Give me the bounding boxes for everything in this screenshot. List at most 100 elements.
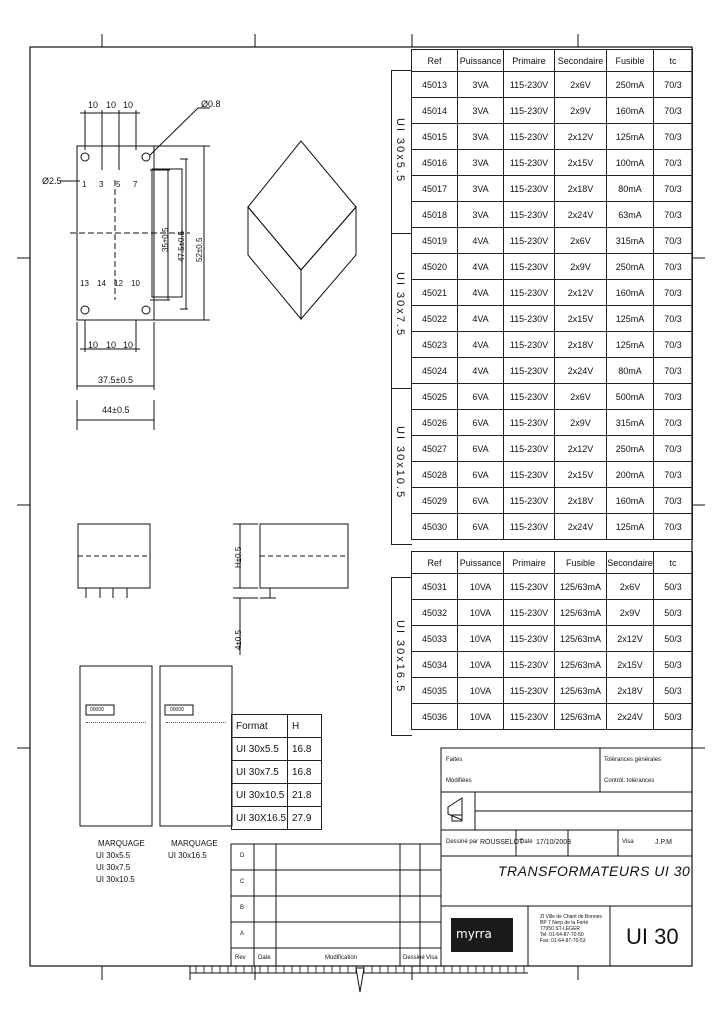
tb-label-modifiees: Modifiées (446, 778, 472, 784)
table-cell: 4VA (457, 279, 504, 306)
dim-pitch-2: 10 (106, 100, 117, 110)
tb-visa-label: Visa (622, 839, 634, 845)
table-cell: 115-230V (503, 227, 555, 254)
table-cell: 4VA (457, 357, 504, 384)
table-cell: 2x9V (554, 253, 607, 280)
column-header: Primaire (503, 49, 555, 72)
marking-item-2: UI 30x7.5 (96, 863, 131, 872)
table-cell: 50/3 (653, 677, 693, 704)
table-cell: 125/63mA (554, 625, 607, 652)
table-cell: 3VA (457, 97, 504, 124)
table-cell: 45034 (411, 651, 458, 678)
dim-pitch-b3: 10 (123, 340, 134, 350)
pin-3: 3 (99, 180, 104, 189)
table-cell: 16.8 (287, 737, 322, 761)
table-cell: 45032 (411, 599, 458, 626)
dim-pin-dia: Ø2.5 (42, 176, 62, 186)
table-cell: 2x15V (606, 651, 654, 678)
table-cell: 45017 (411, 175, 458, 202)
table-cell: 250mA (606, 253, 654, 280)
table-cell: 3VA (457, 201, 504, 228)
table-cell: 50/3 (653, 625, 693, 652)
table-cell: 10VA (457, 599, 504, 626)
rev-row-b: B (240, 905, 245, 911)
rev-row-c: C (240, 879, 245, 885)
table-cell: 6VA (457, 487, 504, 514)
company-name: myrra (456, 927, 492, 941)
table-cell: 125mA (606, 331, 654, 358)
table-cell: 21.8 (287, 783, 322, 807)
rev-hdr-date: Date (258, 955, 271, 961)
table-cell: 115-230V (503, 253, 555, 280)
table-cell: 45014 (411, 97, 458, 124)
table-cell: 45018 (411, 201, 458, 228)
dim-pitch-1: 10 (88, 100, 99, 110)
pin-7: 7 (133, 180, 138, 189)
table-cell: 115-230V (503, 573, 555, 600)
pin-14: 14 (97, 279, 106, 288)
table-cell: 100mA (606, 149, 654, 176)
table-cell: 2x24V (554, 513, 607, 540)
column-header: Format (231, 714, 288, 738)
dim-height-52: 52±0.5 (195, 237, 204, 262)
table-cell: 45036 (411, 703, 458, 730)
tb-drawn-label: Dessiné par (446, 839, 479, 845)
table-cell: 4VA (457, 227, 504, 254)
table-cell: 315mA (606, 227, 654, 254)
table-cell: 250mA (606, 435, 654, 462)
column-header: Puissance (457, 49, 504, 72)
table-cell: UI 30x10.5 (231, 783, 288, 807)
table-cell: 70/3 (653, 383, 693, 410)
table-cell: 45024 (411, 357, 458, 384)
marking-title-left: MARQUAGE (98, 839, 145, 848)
column-header: Puissance (457, 551, 504, 574)
table-cell: 2x18V (606, 677, 654, 704)
table-cell: 2x15V (554, 149, 607, 176)
table-cell: 2x24V (554, 201, 607, 228)
table-cell: 160mA (606, 97, 654, 124)
table-cell: 125/63mA (554, 599, 607, 626)
table-cell: 45015 (411, 123, 458, 150)
table-cell: 70/3 (653, 487, 693, 514)
table-cell: 70/3 (653, 175, 693, 202)
table-cell: UI 30X16.5 (231, 806, 288, 830)
tb-label-faites: Faites (446, 757, 463, 763)
table-cell: 115-230V (503, 175, 555, 202)
table-cell: 70/3 (653, 279, 693, 306)
table-cell: 2x12V (606, 625, 654, 652)
table-cell: 2x9V (554, 97, 607, 124)
rev-hdr-dessine: Dessiné (403, 955, 425, 961)
rev-hdr-visa: Visa (426, 955, 438, 961)
table-cell: 115-230V (503, 71, 555, 98)
table-cell: 50/3 (653, 573, 693, 600)
tb-label-controle: Contrôl. tolérances (604, 778, 655, 784)
table-cell: 115-230V (503, 651, 555, 678)
table-cell: 16.8 (287, 760, 322, 784)
pin-12: 12 (114, 279, 123, 288)
column-header: H (287, 714, 322, 738)
table-cell: 6VA (457, 461, 504, 488)
table-cell: 45022 (411, 305, 458, 332)
table-cell: 3VA (457, 175, 504, 202)
table-cell: 10VA (457, 703, 504, 730)
table-cell: 4VA (457, 253, 504, 280)
marking-detail-left (86, 722, 146, 803)
table-cell: 125/63mA (554, 573, 607, 600)
table-cell: 80mA (606, 357, 654, 384)
table-cell: 45020 (411, 253, 458, 280)
table-cell: 115-230V (503, 149, 555, 176)
table-cell: 10VA (457, 625, 504, 652)
tb-label-tolerances: Tolérances générales (604, 757, 662, 763)
